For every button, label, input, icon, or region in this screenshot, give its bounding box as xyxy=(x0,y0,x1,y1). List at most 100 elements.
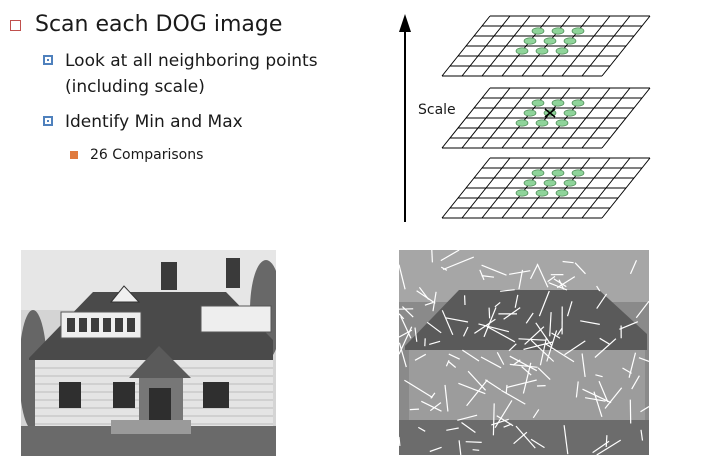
neighbor-point xyxy=(515,119,529,127)
keypoint-arrow xyxy=(566,301,573,317)
keypoint-arrow xyxy=(532,409,540,419)
keypoint-arrow xyxy=(418,426,426,432)
keypoint-arrow xyxy=(640,429,644,441)
keypoint-arrow xyxy=(513,431,528,445)
grid-line xyxy=(441,157,491,219)
grid-line xyxy=(461,157,511,219)
grid-line xyxy=(481,157,531,219)
bullet-line: (including scale) xyxy=(65,77,205,97)
keypoint-arrow xyxy=(399,436,401,446)
keypoint-arrow xyxy=(521,366,532,376)
keypoint-arrow xyxy=(538,290,550,317)
keypoint-arrow xyxy=(582,388,612,404)
keypoint-arrow xyxy=(458,382,486,395)
keypoint-arrow xyxy=(444,384,449,412)
grid-line xyxy=(481,15,531,77)
bullet-level2-neighbors: Look at all neighboring points (includin… xyxy=(43,48,318,100)
keypoint-arrow xyxy=(500,289,515,292)
keypoint-arrow xyxy=(523,341,553,350)
keypoint-arrow xyxy=(536,263,549,288)
keypoint-arrow xyxy=(465,441,482,443)
keypoint-arrow xyxy=(505,384,508,394)
keypoint-arrow xyxy=(466,379,488,407)
keypoint-arrow xyxy=(483,307,497,338)
keypoint-arrow xyxy=(424,301,434,306)
keypoint-arrow xyxy=(535,322,552,346)
keypoint-arrow xyxy=(547,275,556,283)
keypoint-arrow xyxy=(530,339,555,362)
scale-space-figure xyxy=(399,14,651,222)
keypoint-arrow xyxy=(553,278,567,288)
keypoint-arrows xyxy=(399,250,649,455)
keypoint-arrow xyxy=(401,306,414,318)
grid-line xyxy=(541,15,591,77)
grid-line xyxy=(461,15,511,77)
keypoint-arrow xyxy=(628,352,637,378)
grid-line xyxy=(601,15,651,77)
keypoint-arrow xyxy=(496,352,505,365)
grid-layer-middle xyxy=(441,87,651,149)
grid-line xyxy=(581,87,631,149)
grid-line xyxy=(501,15,551,77)
keypoint-arrow xyxy=(472,449,480,451)
grid-line xyxy=(481,87,531,149)
grid-line xyxy=(601,87,651,149)
grid-line xyxy=(501,157,551,219)
keypoint-arrow xyxy=(458,440,462,455)
grid-line xyxy=(601,157,651,219)
keypoint-arrow xyxy=(446,427,459,431)
keypoint-arrow xyxy=(416,290,436,304)
keypoint-arrow xyxy=(467,370,487,391)
keypoint-arrow xyxy=(461,422,476,433)
bullet-text: Look at all neighboring points (includin… xyxy=(65,48,318,100)
neighbor-point xyxy=(535,119,549,127)
neighbor-point xyxy=(531,27,545,35)
neighbor-point xyxy=(555,47,569,55)
grid-line xyxy=(581,15,631,77)
keypoint-arrow xyxy=(481,275,495,278)
keypoint-arrow xyxy=(529,264,539,280)
keypoint-arrow xyxy=(494,400,513,429)
keypoint-arrow xyxy=(421,400,442,412)
keypoint-arrow xyxy=(549,312,552,337)
grid-line xyxy=(441,87,491,149)
keypoint-arrow xyxy=(399,264,406,290)
keypoint-arrow xyxy=(629,260,638,275)
keypoint-arrow xyxy=(574,262,586,275)
hollow-square-bullet-icon xyxy=(10,20,21,31)
keypoint-arrow xyxy=(581,353,586,377)
scale-label: Scale xyxy=(418,102,456,118)
keypoint-arrow xyxy=(506,379,537,388)
keypoint-arrow xyxy=(563,425,569,455)
keypoint-arrow xyxy=(399,313,405,320)
neighbor-point xyxy=(523,179,537,187)
keypoint-arrow xyxy=(431,250,433,263)
grid-line xyxy=(501,87,551,149)
keypoint-arrow xyxy=(638,357,649,362)
neighbor-point xyxy=(551,27,565,35)
keypoint-arrow xyxy=(457,414,478,421)
keypoint-arrow xyxy=(414,327,418,342)
grid-layer-bottom xyxy=(441,157,651,219)
keypoint-arrow xyxy=(445,317,469,323)
keypoint-arrow xyxy=(584,397,606,402)
keypoint-arrow xyxy=(592,440,610,454)
neighbor-point xyxy=(535,189,549,197)
keypoint-arrow xyxy=(404,379,433,399)
keypoint-arrow xyxy=(595,374,603,378)
square-bullet-icon xyxy=(43,55,53,65)
keypoint-arrow xyxy=(426,321,442,334)
keypoint-arrow xyxy=(508,343,517,352)
center-sample-x-icon xyxy=(544,108,556,118)
keypoint-arrow xyxy=(524,326,545,345)
neighbor-point xyxy=(531,169,545,177)
keypoint-arrow xyxy=(545,343,575,363)
keypoint-arrow xyxy=(522,362,532,394)
keypoint-arrow xyxy=(509,363,538,368)
keypoint-arrow xyxy=(442,256,475,271)
keypoint-arrow xyxy=(594,338,617,358)
keypoint-arrow xyxy=(596,439,622,455)
house-photo xyxy=(21,250,276,456)
bullet-level2-minmax: Identify Min and Max xyxy=(43,109,243,135)
bullet-level3-comparisons: 26 Comparisons xyxy=(70,146,203,164)
